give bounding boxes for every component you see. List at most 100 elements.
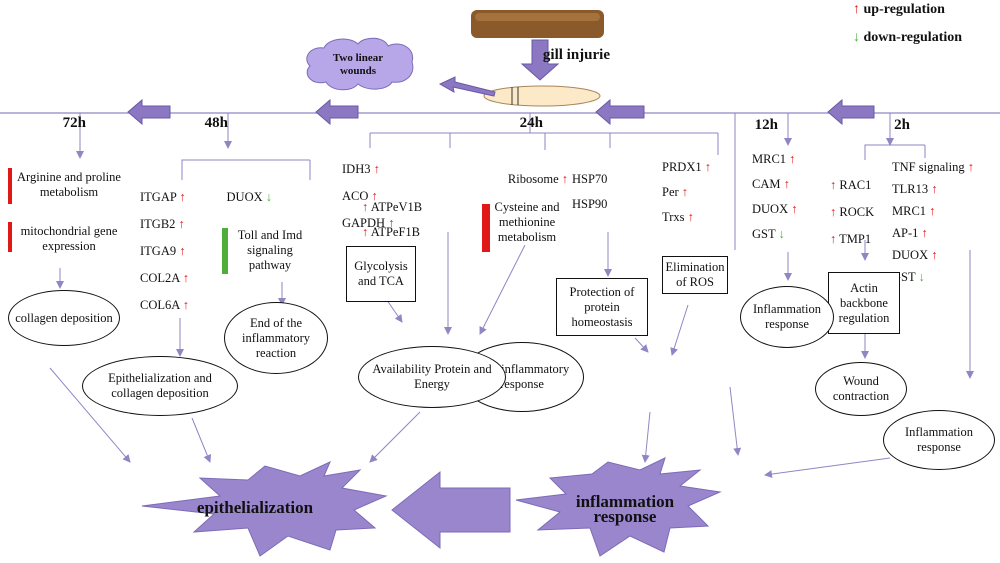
ros-box: Elimination of ROS bbox=[662, 256, 728, 294]
inflammation-ellipse-12h: Inflammation response bbox=[740, 286, 834, 348]
up-arrow-icon: ↑ bbox=[783, 177, 790, 191]
collagen-ellipse: collagen deposition bbox=[8, 290, 120, 346]
col-24h-hsp-genes: HSP70 HSP90 bbox=[572, 172, 622, 212]
up-arrow-icon: ↑ bbox=[561, 172, 568, 186]
legend-down: ↓ down-regulation bbox=[853, 30, 963, 45]
gene: PRDX1 ↑ bbox=[662, 160, 711, 174]
gene: HSP90 bbox=[572, 197, 608, 211]
down-arrow-icon: ↓ bbox=[853, 30, 860, 45]
gene: ↑ ROCK bbox=[830, 205, 875, 219]
gene: MRC1 ↑ bbox=[752, 152, 796, 166]
injury-label: gill injurie bbox=[542, 47, 610, 63]
up-arrow-icon: ↑ bbox=[931, 182, 938, 196]
gene: ACO ↑ bbox=[342, 189, 378, 203]
down-arrow-icon: ↓ bbox=[778, 227, 785, 241]
wound-contraction-ellipse: Wound contraction bbox=[815, 362, 907, 416]
epi-collagen-ellipse: Epithelialization and collagen depositio… bbox=[82, 356, 238, 416]
legend-up: ↑ up-regulation bbox=[853, 2, 945, 17]
arginine-label: Arginine and proline metabolism bbox=[17, 170, 121, 199]
up-arrow-icon: ↑ bbox=[182, 298, 189, 312]
gene: AP-1 ↑ bbox=[892, 226, 928, 240]
up-arrow-icon: ↑ bbox=[830, 205, 837, 219]
gene: ↑ TMP1 bbox=[830, 232, 872, 246]
down-arrow-icon: ↓ bbox=[265, 190, 272, 204]
epithelialization-star bbox=[141, 460, 388, 557]
cys-met-label: Cysteine and methionine metabolism bbox=[494, 200, 560, 244]
duox-label: DUOX ↓ bbox=[226, 190, 272, 204]
timepoint-2h: 2h bbox=[894, 117, 910, 133]
up-arrow-icon: ↑ bbox=[967, 160, 974, 174]
timeline-arrow-icon bbox=[315, 98, 359, 126]
col-24h-tca-genes: IDH3 ↑ ACO ↑ GAPDH ↑ bbox=[342, 162, 402, 231]
inflammation-star bbox=[515, 457, 722, 557]
gene: Per ↑ bbox=[662, 185, 689, 199]
glycolysis-box: Glycolysis and TCA bbox=[346, 246, 416, 302]
up-arrow-icon: ↑ bbox=[921, 226, 928, 240]
pointer-arrow-icon bbox=[438, 76, 496, 97]
protection-box: Protection of protein homeostasis bbox=[556, 278, 648, 336]
up-arrow-icon: ↑ bbox=[182, 271, 189, 285]
end-inflammation-ellipse: End of the inflammatory reaction bbox=[224, 302, 328, 374]
gene: Trxs ↑ bbox=[662, 210, 694, 224]
up-arrow-icon: ↑ bbox=[179, 244, 186, 258]
timeline-arrow-icon bbox=[595, 98, 645, 126]
timeline-arrow-icon bbox=[827, 98, 875, 126]
mito-label: mitochondrial gene expression bbox=[20, 224, 118, 253]
inflammation-outcome-label: inflammation response bbox=[575, 492, 675, 526]
up-arrow-icon: ↑ bbox=[931, 248, 938, 262]
gill-drawing bbox=[483, 85, 601, 107]
up-arrow-icon: ↑ bbox=[853, 2, 860, 17]
up-bar-icon bbox=[8, 222, 12, 252]
up-arrow-icon: ↑ bbox=[791, 202, 798, 216]
gene: COL2A ↑ bbox=[140, 271, 189, 285]
gene: GST ↓ bbox=[892, 270, 925, 284]
timepoint-12h: 12h bbox=[754, 117, 778, 133]
up-arrow-icon: ↑ bbox=[789, 152, 796, 166]
col-12h-ros-genes: PRDX1 ↑ Per ↑ Trxs ↑ bbox=[662, 160, 722, 225]
timeline-arrow-icon bbox=[127, 98, 171, 126]
gene: HSP70 bbox=[572, 172, 608, 186]
actin-box: Actin backbone regulation bbox=[828, 272, 900, 334]
down-bar-icon bbox=[222, 228, 228, 274]
gene: GAPDH ↑ bbox=[342, 216, 395, 230]
gene: MRC1 ↑ bbox=[892, 204, 936, 218]
result-arrow-icon bbox=[391, 470, 511, 550]
gene: GST ↓ bbox=[752, 227, 785, 241]
timepoint-24h: 24h bbox=[519, 115, 543, 131]
gene: CAM ↑ bbox=[752, 177, 790, 191]
gene: DUOX ↑ bbox=[752, 202, 798, 216]
gene: ITGAP ↑ bbox=[140, 190, 186, 204]
up-arrow-icon: ↑ bbox=[371, 189, 378, 203]
up-arrow-icon: ↑ bbox=[687, 210, 694, 224]
gene: TLR13 ↑ bbox=[892, 182, 938, 196]
down-arrow-icon: ↓ bbox=[918, 270, 925, 284]
up-bar-icon bbox=[8, 168, 12, 204]
up-arrow-icon: ↑ bbox=[830, 178, 837, 192]
up-arrow-icon: ↑ bbox=[830, 232, 837, 246]
down-arrow-icon bbox=[520, 39, 560, 81]
col-2h-actin-genes: ↑ RAC1 ↑ ROCK ↑ TMP1 bbox=[830, 178, 890, 247]
inflammation-ellipse-2h: Inflammation response bbox=[883, 410, 995, 470]
epithelialization-outcome-label: epithelialization bbox=[196, 498, 314, 517]
timeline-arrows bbox=[127, 98, 875, 126]
col-12h-genes: MRC1 ↑ CAM ↑ DUOX ↑ GST ↓ bbox=[752, 152, 812, 242]
col-48h-itg-genes: ITGAP ↑ ITGB2 ↑ ITGA9 ↑ COL2A ↑ COL6A ↑ bbox=[140, 190, 200, 313]
col-2h-genes: TNF signaling ↑ TLR13 ↑ MRC1 ↑ AP-1 ↑ DU… bbox=[892, 160, 982, 285]
up-arrow-icon: ↑ bbox=[373, 162, 380, 176]
wounds-label: Two linear wounds bbox=[332, 52, 384, 77]
gene: ITGA9 ↑ bbox=[140, 244, 186, 258]
up-bar-icon bbox=[482, 204, 490, 252]
gene: ↑ RAC1 bbox=[830, 178, 872, 192]
timepoint-72h: 72h bbox=[62, 115, 86, 131]
gene: COL6A ↑ bbox=[140, 298, 189, 312]
wounds-cloud bbox=[306, 37, 414, 91]
gene: DUOX ↑ bbox=[892, 248, 938, 262]
up-arrow-icon: ↑ bbox=[681, 185, 689, 199]
up-arrow-icon: ↑ bbox=[704, 160, 711, 174]
toll-label: Toll and Imd signaling pathway bbox=[237, 228, 303, 272]
ribosome-label: Ribosome ↑ bbox=[507, 172, 568, 186]
up-arrow-icon: ↑ bbox=[178, 217, 185, 231]
up-arrow-icon: ↑ bbox=[388, 216, 395, 230]
